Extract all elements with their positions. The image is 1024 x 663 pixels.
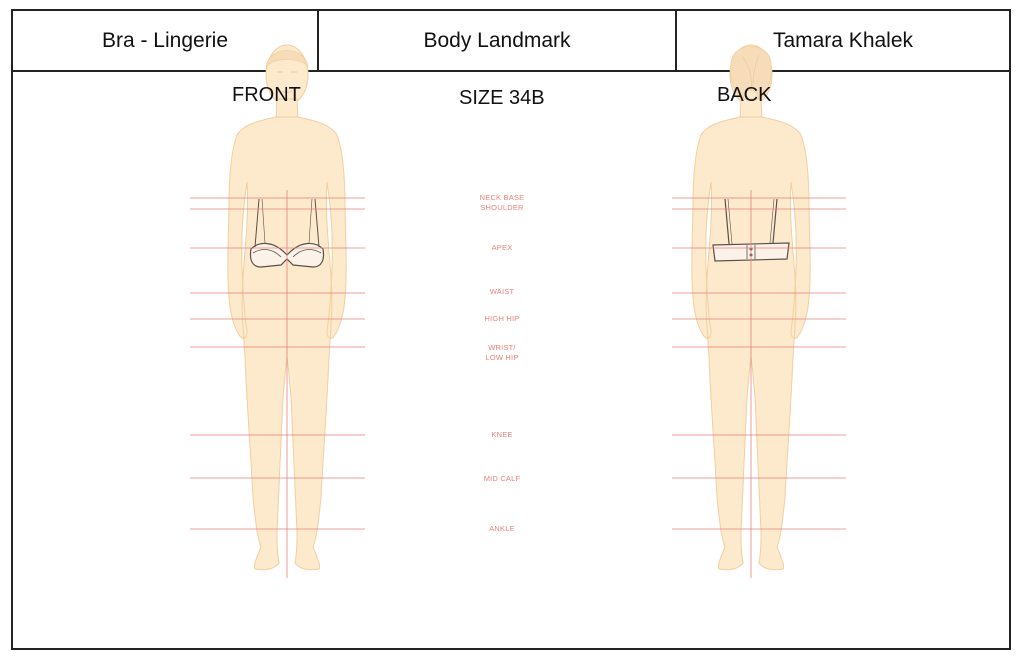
landmark-label-line: MID CALF <box>483 474 521 483</box>
landmark-label-line: APEX <box>491 243 513 252</box>
back-view-label: BACK <box>717 84 772 106</box>
landmark-label-apex: APEX <box>442 243 562 253</box>
landmark-label-line: NECK BASE <box>479 193 525 202</box>
landmark-label-line: HIGH HIP <box>484 314 520 323</box>
landmark-label-waist: WAIST <box>442 287 562 297</box>
front-view-label: FRONT <box>232 84 301 106</box>
landmark-label-line: LOW HIP <box>485 353 519 362</box>
landmark-label-ankle: ANKLE <box>442 524 562 534</box>
title-cell: Body Landmark <box>319 11 677 70</box>
sheet-frame: Bra - Lingerie Body Landmark Tamara Khal… <box>11 9 1011 650</box>
landmark-label-mid-calf: MID CALF <box>442 474 562 484</box>
landmark-label-knee: KNEE <box>442 430 562 440</box>
landmark-guides <box>190 190 846 578</box>
landmark-label-wrist-low-hip: WRIST/LOW HIP <box>442 343 562 363</box>
size-label: SIZE 34B <box>459 87 545 109</box>
author-cell: Tamara Khalek <box>772 28 914 52</box>
landmark-label-line: KNEE <box>491 430 513 439</box>
header-row: Bra - Lingerie Body Landmark Tamara Khal… <box>13 11 1009 72</box>
landmark-label-line: ANKLE <box>489 524 515 533</box>
landmark-label-line: WRIST/ <box>488 343 516 352</box>
landmark-label-line: WAIST <box>489 287 515 296</box>
landmark-label-line: SHOULDER <box>480 203 524 212</box>
back-figure <box>691 44 811 571</box>
landmark-label-high-hip: HIGH HIP <box>442 314 562 324</box>
category-cell: Bra - Lingerie <box>13 11 319 70</box>
